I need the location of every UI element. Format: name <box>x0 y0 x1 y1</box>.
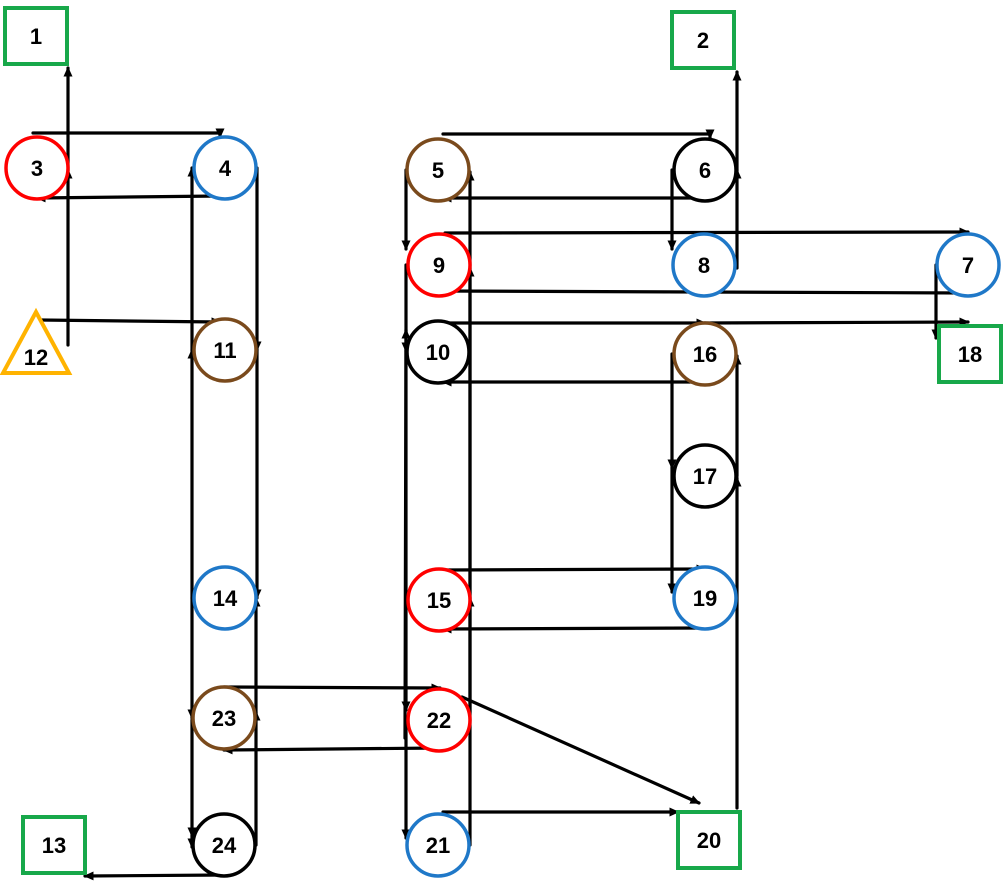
node-3-label: 3 <box>31 156 43 181</box>
node-9-circle <box>406 232 472 298</box>
node-12-triangle <box>0 307 73 375</box>
node-5-circle <box>405 137 471 203</box>
node-6-label: 6 <box>699 158 711 183</box>
node-9: 9 <box>406 232 472 298</box>
node-22-label: 22 <box>427 708 451 733</box>
node-13-label: 13 <box>42 833 66 858</box>
node-24-label: 24 <box>212 833 237 858</box>
node-23-circle <box>191 685 257 751</box>
node-15-label: 15 <box>427 588 451 613</box>
edge-22-to-20 <box>460 695 701 805</box>
node-9-label: 9 <box>433 253 445 278</box>
edge-10-to-18 <box>703 317 970 327</box>
node-13: 13 <box>21 815 87 875</box>
node-17-label: 17 <box>693 464 717 489</box>
node-18: 18 <box>937 324 1003 384</box>
node-2-square <box>670 10 736 70</box>
node-6-circle <box>672 137 738 203</box>
node-12-label: 12 <box>24 345 48 370</box>
node-8-label: 8 <box>698 253 710 278</box>
node-2-label: 2 <box>697 28 709 53</box>
node-14-label: 14 <box>213 586 238 611</box>
node-3: 3 <box>4 135 70 201</box>
node-20: 20 <box>676 810 742 870</box>
node-20-label: 20 <box>697 828 721 853</box>
node-19: 19 <box>672 565 738 631</box>
node-12: 12 <box>0 307 73 375</box>
node-15: 15 <box>406 567 472 633</box>
node-18-label: 18 <box>958 342 982 367</box>
edge-15-to-19 <box>443 564 707 574</box>
node-7-circle <box>935 232 1001 298</box>
node-5-label: 5 <box>432 158 444 183</box>
node-2: 2 <box>670 10 736 70</box>
node-1-square <box>3 6 69 66</box>
node-10-circle <box>405 319 471 385</box>
node-1-label: 1 <box>30 24 42 49</box>
edge-3-to-4 <box>31 128 225 139</box>
node-10-label: 10 <box>426 340 450 365</box>
node-8-circle <box>671 232 737 298</box>
node-23: 23 <box>191 685 257 751</box>
node-21-label: 21 <box>426 833 450 858</box>
node-8: 8 <box>671 232 737 298</box>
node-7-label: 7 <box>962 253 974 278</box>
node-16-circle <box>672 321 738 387</box>
node-11: 11 <box>192 317 258 383</box>
node-17: 17 <box>672 443 738 509</box>
edge-24-to-13 <box>83 871 228 881</box>
node-7: 7 <box>935 232 1001 298</box>
edge-5-to-6 <box>441 129 715 140</box>
edges-layer <box>31 66 970 881</box>
node-23-label: 23 <box>212 706 236 731</box>
node-5: 5 <box>405 137 471 203</box>
edge-12-to-11 <box>38 317 222 327</box>
node-18-square <box>937 324 1003 384</box>
node-13-square <box>21 815 87 875</box>
node-15-circle <box>406 567 472 633</box>
node-16: 16 <box>672 321 738 387</box>
edge-19-to-15 <box>441 624 707 634</box>
node-22: 22 <box>406 687 472 753</box>
node-16-label: 16 <box>693 342 717 367</box>
node-22-circle <box>406 687 472 753</box>
edge-22-to-10 <box>401 328 411 740</box>
node-4-label: 4 <box>219 156 232 181</box>
node-11-label: 11 <box>213 338 236 363</box>
node-14: 14 <box>192 565 258 631</box>
node-24-circle <box>191 812 257 878</box>
node-10: 10 <box>405 319 471 385</box>
node-17-circle <box>672 443 738 509</box>
node-4-circle <box>192 135 258 201</box>
edge-22-to-23 <box>222 745 442 755</box>
node-20-square <box>676 810 742 870</box>
node-21-circle <box>405 812 471 878</box>
node-19-label: 19 <box>693 586 717 611</box>
node-14-circle <box>192 565 258 631</box>
node-1: 1 <box>3 6 69 66</box>
node-3-circle <box>4 135 70 201</box>
node-19-circle <box>672 565 738 631</box>
node-21: 21 <box>405 812 471 878</box>
node-11-circle <box>192 317 258 383</box>
node-4: 4 <box>192 135 258 201</box>
node-24: 24 <box>191 812 257 878</box>
node-6: 6 <box>672 137 738 203</box>
